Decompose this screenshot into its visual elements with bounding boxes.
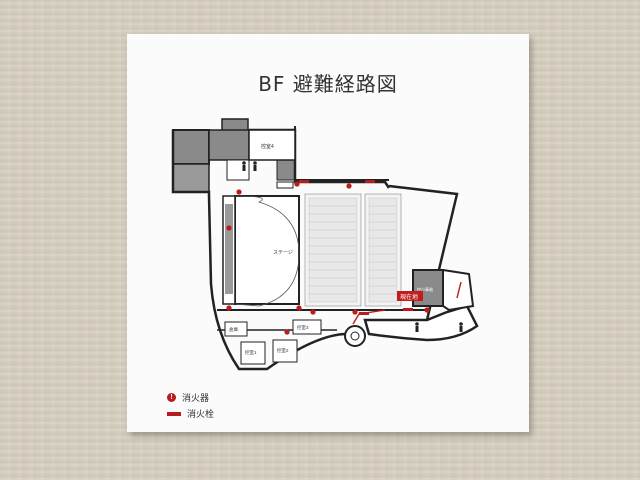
green-room-1 <box>240 341 266 365</box>
restroom-icons <box>242 161 463 332</box>
floor-plan: 控室4 ステージ <box>171 118 479 371</box>
green-room-3-label: 控室3 <box>297 324 309 331</box>
seating-block-left <box>304 193 362 307</box>
green-room-4-label: 控室4 <box>261 143 274 150</box>
office-label: 控小事務 <box>417 286 433 292</box>
upper-left-rooms <box>172 118 296 193</box>
spiral-stair <box>344 325 366 347</box>
storage-room <box>224 321 248 337</box>
storage-label: 倉庫 <box>229 326 238 333</box>
current-location-marker <box>397 291 423 301</box>
legend-hydrant: 消火栓 <box>167 407 214 420</box>
legend-hydrant-label: 消火栓 <box>187 410 215 420</box>
seating-block-right <box>364 193 402 307</box>
stage-label: ステージ <box>273 250 293 256</box>
sign-title: BF 避難経路図 <box>258 72 398 96</box>
hydrant-icon <box>167 411 181 416</box>
fire-hydrant-markers <box>299 180 413 315</box>
extinguisher-icon: ! <box>167 393 176 402</box>
green-room-3 <box>292 319 322 335</box>
green-room-4 <box>248 129 296 161</box>
legend-extinguisher-label: 消火器 <box>182 394 210 404</box>
current-location-label: 現在地 <box>400 293 418 301</box>
right-wing <box>363 304 479 342</box>
green-room-2 <box>272 339 298 363</box>
stage-area: ステージ <box>222 195 300 307</box>
legend-extinguisher: ! 消火器 <box>167 391 209 404</box>
green-room-2-label: 控室2 <box>277 347 289 354</box>
green-room-1-label: 控室1 <box>245 349 257 356</box>
fire-extinguisher-markers <box>226 181 430 335</box>
evacuation-route-sign: BF 避難経路図 控室4 ステージ <box>127 34 529 432</box>
